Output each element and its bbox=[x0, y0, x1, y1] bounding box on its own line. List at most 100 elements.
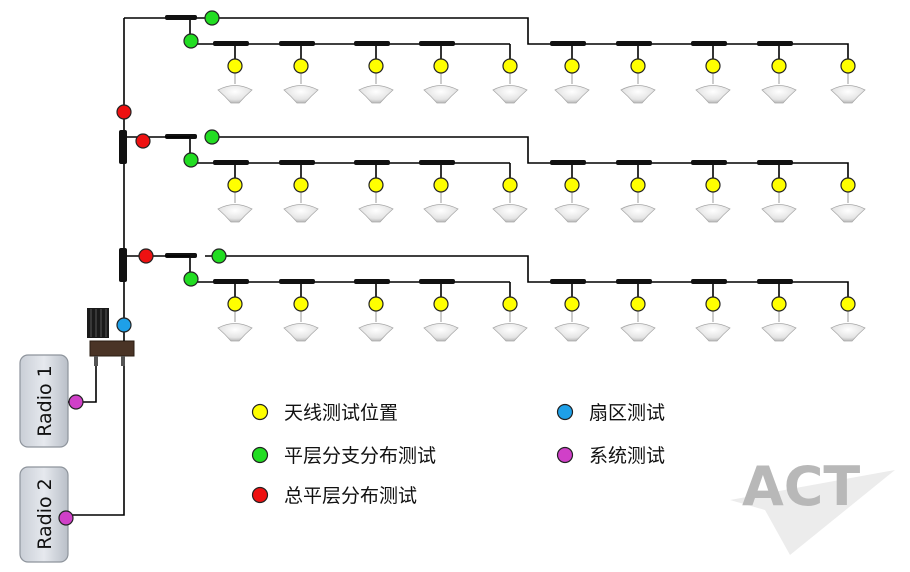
antenna-dome bbox=[761, 85, 797, 104]
antenna-dome bbox=[554, 85, 590, 104]
splitter bbox=[419, 160, 455, 165]
splitter bbox=[550, 160, 586, 165]
splitter bbox=[691, 160, 727, 165]
riser-splitter bbox=[119, 130, 127, 164]
antenna-test-point bbox=[840, 296, 856, 312]
ceiling-antenna bbox=[761, 204, 797, 223]
ceiling-antenna bbox=[620, 85, 656, 104]
ceiling-antenna bbox=[830, 323, 866, 342]
ceiling-antenna bbox=[830, 85, 866, 104]
logo-swoosh bbox=[730, 470, 895, 555]
ceiling-antenna bbox=[423, 323, 459, 342]
feeder-line bbox=[205, 17, 849, 62]
feeder-line bbox=[189, 256, 510, 283]
splitter bbox=[691, 279, 727, 284]
splitter bbox=[419, 279, 455, 284]
floor-test-point bbox=[135, 133, 151, 149]
legend-item: 总平层分布测试 bbox=[251, 485, 417, 507]
radio-1-label: Radio 1 bbox=[34, 365, 56, 437]
legend-marker bbox=[556, 446, 574, 464]
splitter bbox=[279, 160, 315, 165]
radio-1-unit: Radio 1 bbox=[19, 354, 69, 448]
antenna-test-point bbox=[840, 177, 856, 193]
antenna-dome bbox=[283, 323, 319, 342]
splitter bbox=[757, 279, 793, 284]
antenna-dome bbox=[283, 85, 319, 104]
antenna-test-point bbox=[368, 296, 384, 312]
splitter bbox=[354, 160, 390, 165]
antenna-test-point bbox=[705, 58, 721, 74]
antenna-test-point bbox=[433, 296, 449, 312]
feeder-line bbox=[205, 136, 849, 181]
ceiling-antenna bbox=[695, 323, 731, 342]
antenna-dome bbox=[358, 323, 394, 342]
antenna-dome bbox=[358, 85, 394, 104]
antenna-test-point bbox=[630, 58, 646, 74]
ceiling-antenna bbox=[695, 85, 731, 104]
legend-label: 天线测试位置 bbox=[284, 402, 398, 424]
test-points-group bbox=[58, 10, 856, 526]
ceiling-antenna bbox=[283, 85, 319, 104]
branch-test-point bbox=[204, 129, 220, 145]
floors-group bbox=[119, 15, 866, 342]
antenna-test-point bbox=[771, 296, 787, 312]
splitter bbox=[616, 41, 652, 46]
branch-test-point bbox=[204, 10, 220, 26]
riser-splitter bbox=[119, 248, 127, 282]
antenna-test-point bbox=[840, 58, 856, 74]
antenna-dome bbox=[217, 204, 253, 223]
splitter bbox=[616, 279, 652, 284]
antenna-dome bbox=[492, 323, 528, 342]
legend-marker bbox=[556, 403, 574, 421]
splitter bbox=[354, 279, 390, 284]
ceiling-antenna bbox=[217, 323, 253, 342]
ceiling-antenna bbox=[492, 204, 528, 223]
antenna-test-point bbox=[368, 58, 384, 74]
antenna-dome bbox=[620, 85, 656, 104]
antenna-test-point bbox=[564, 296, 580, 312]
sector-test-point bbox=[116, 317, 132, 333]
antenna-test-point bbox=[368, 177, 384, 193]
antenna-dome bbox=[620, 323, 656, 342]
ceiling-antenna bbox=[761, 85, 797, 104]
ceiling-antenna bbox=[492, 323, 528, 342]
legend-marker bbox=[251, 403, 269, 421]
floor-2 bbox=[165, 134, 866, 223]
combiner-device bbox=[87, 308, 135, 366]
antenna-dome bbox=[554, 204, 590, 223]
splitter bbox=[279, 41, 315, 46]
ceiling-antenna bbox=[620, 323, 656, 342]
antenna-test-point bbox=[630, 296, 646, 312]
splitter bbox=[550, 41, 586, 46]
ceiling-antenna bbox=[358, 204, 394, 223]
legend-label: 平层分支分布测试 bbox=[284, 445, 436, 467]
splitter bbox=[616, 160, 652, 165]
ceiling-antenna bbox=[554, 85, 590, 104]
legend-item: 平层分支分布测试 bbox=[251, 445, 436, 467]
branch-test-point bbox=[183, 271, 199, 287]
radio-2-unit: Radio 2 bbox=[19, 466, 69, 563]
antenna-dome bbox=[358, 204, 394, 223]
legend-label: 总平层分布测试 bbox=[284, 485, 417, 507]
ceiling-antenna bbox=[554, 323, 590, 342]
antenna-dome bbox=[695, 323, 731, 342]
antenna-dome bbox=[423, 323, 459, 342]
ceiling-antenna bbox=[283, 323, 319, 342]
antenna-dome bbox=[423, 85, 459, 104]
riser-branches bbox=[119, 130, 190, 282]
antenna-test-point bbox=[502, 177, 518, 193]
ceiling-antenna bbox=[217, 204, 253, 223]
ceiling-antenna bbox=[217, 85, 253, 104]
antenna-test-point bbox=[771, 177, 787, 193]
antenna-dome bbox=[423, 204, 459, 223]
splitter bbox=[757, 41, 793, 46]
ceiling-antenna bbox=[358, 323, 394, 342]
splitter bbox=[354, 41, 390, 46]
antenna-test-point bbox=[293, 296, 309, 312]
antenna-dome bbox=[620, 204, 656, 223]
legend-item: 系统测试 bbox=[556, 445, 665, 467]
legend-item: 扇区测试 bbox=[556, 402, 665, 424]
legend-marker bbox=[251, 446, 269, 464]
